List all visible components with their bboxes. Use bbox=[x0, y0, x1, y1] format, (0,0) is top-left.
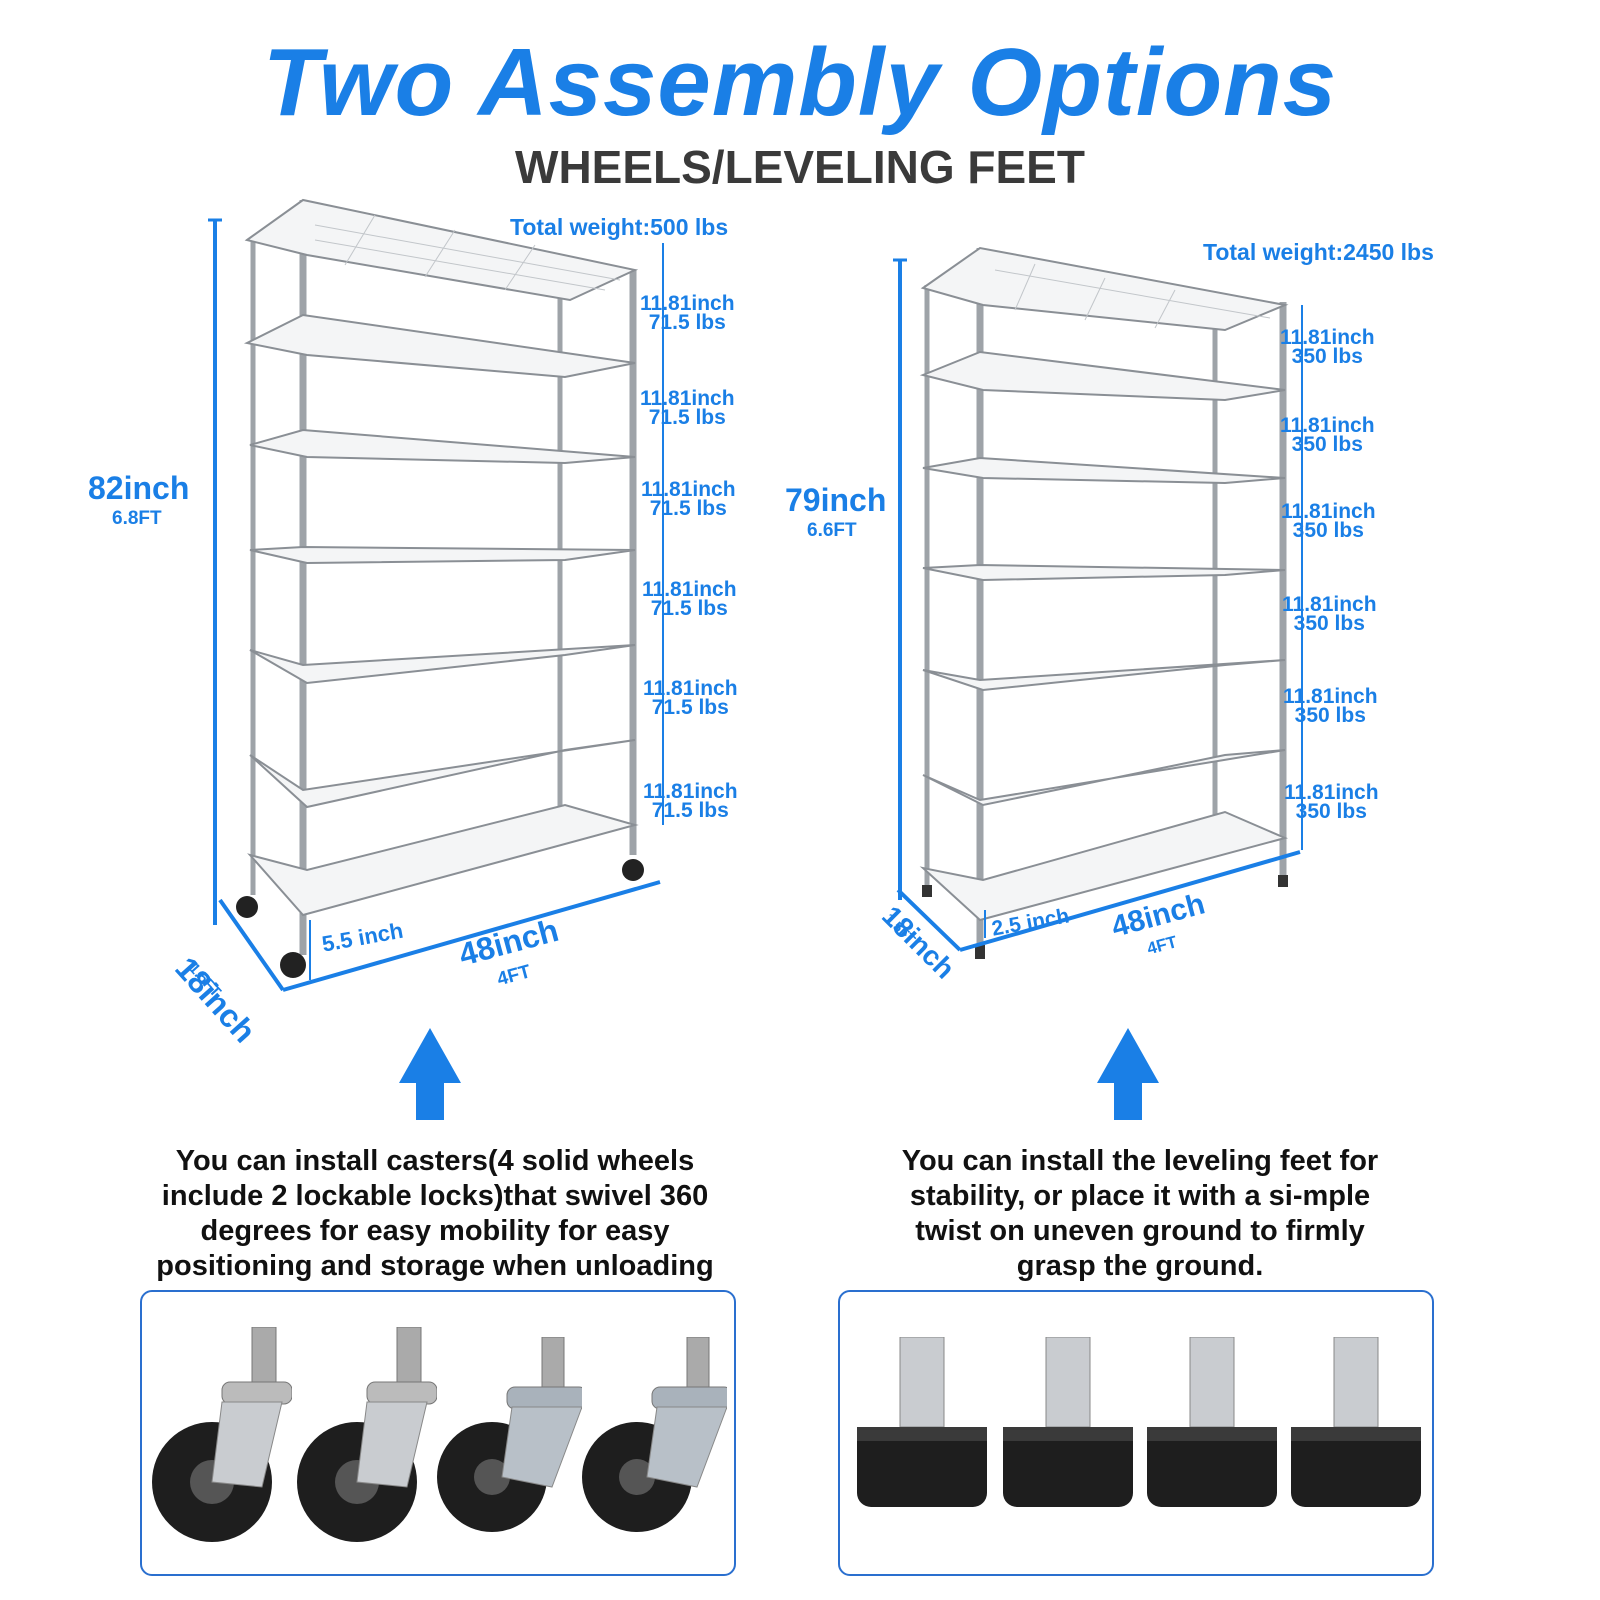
caster-wheel-icon bbox=[582, 1337, 727, 1532]
casters-description: You can install casters(4 solid wheels i… bbox=[156, 1145, 714, 1282]
left-height-dimension bbox=[208, 218, 222, 925]
casters-image-box bbox=[140, 1290, 736, 1576]
left-wire-shelving-rack bbox=[236, 198, 664, 978]
right-height-label: 79inch bbox=[785, 482, 887, 518]
page-subtitle: WHEELS/LEVELING FEET bbox=[515, 141, 1085, 193]
right-total-weight: Total weight:2450 lbs bbox=[1203, 239, 1434, 265]
left-height-ft: 6.8FT bbox=[112, 508, 162, 529]
right-height-dimension bbox=[893, 258, 907, 900]
left-height-label: 82inch bbox=[88, 470, 190, 506]
leveling-foot-icon bbox=[1003, 1337, 1133, 1507]
caster-wheel-icon bbox=[437, 1337, 582, 1532]
right-height-ft: 6.6FT bbox=[807, 520, 857, 541]
left-total-weight: Total weight:500 lbs bbox=[510, 214, 729, 240]
right-base-dimensions bbox=[896, 850, 1301, 952]
leveling-foot-icon bbox=[1291, 1337, 1421, 1507]
leveling-foot-icon bbox=[857, 1337, 987, 1507]
up-arrow-icon bbox=[1097, 1028, 1159, 1120]
up-arrow-icon bbox=[399, 1028, 461, 1120]
feet-description: You can install the leveling feet for st… bbox=[901, 1145, 1379, 1282]
leveling-foot-icon bbox=[1147, 1337, 1277, 1507]
leveling-feet-image-box bbox=[838, 1290, 1434, 1576]
left-base-dimensions bbox=[218, 880, 661, 992]
right-wire-shelving-rack bbox=[919, 246, 1303, 959]
page-title: Two Assembly Options bbox=[262, 29, 1338, 136]
caster-wheel-icon bbox=[297, 1327, 437, 1542]
caster-wheel-icon bbox=[152, 1327, 292, 1542]
